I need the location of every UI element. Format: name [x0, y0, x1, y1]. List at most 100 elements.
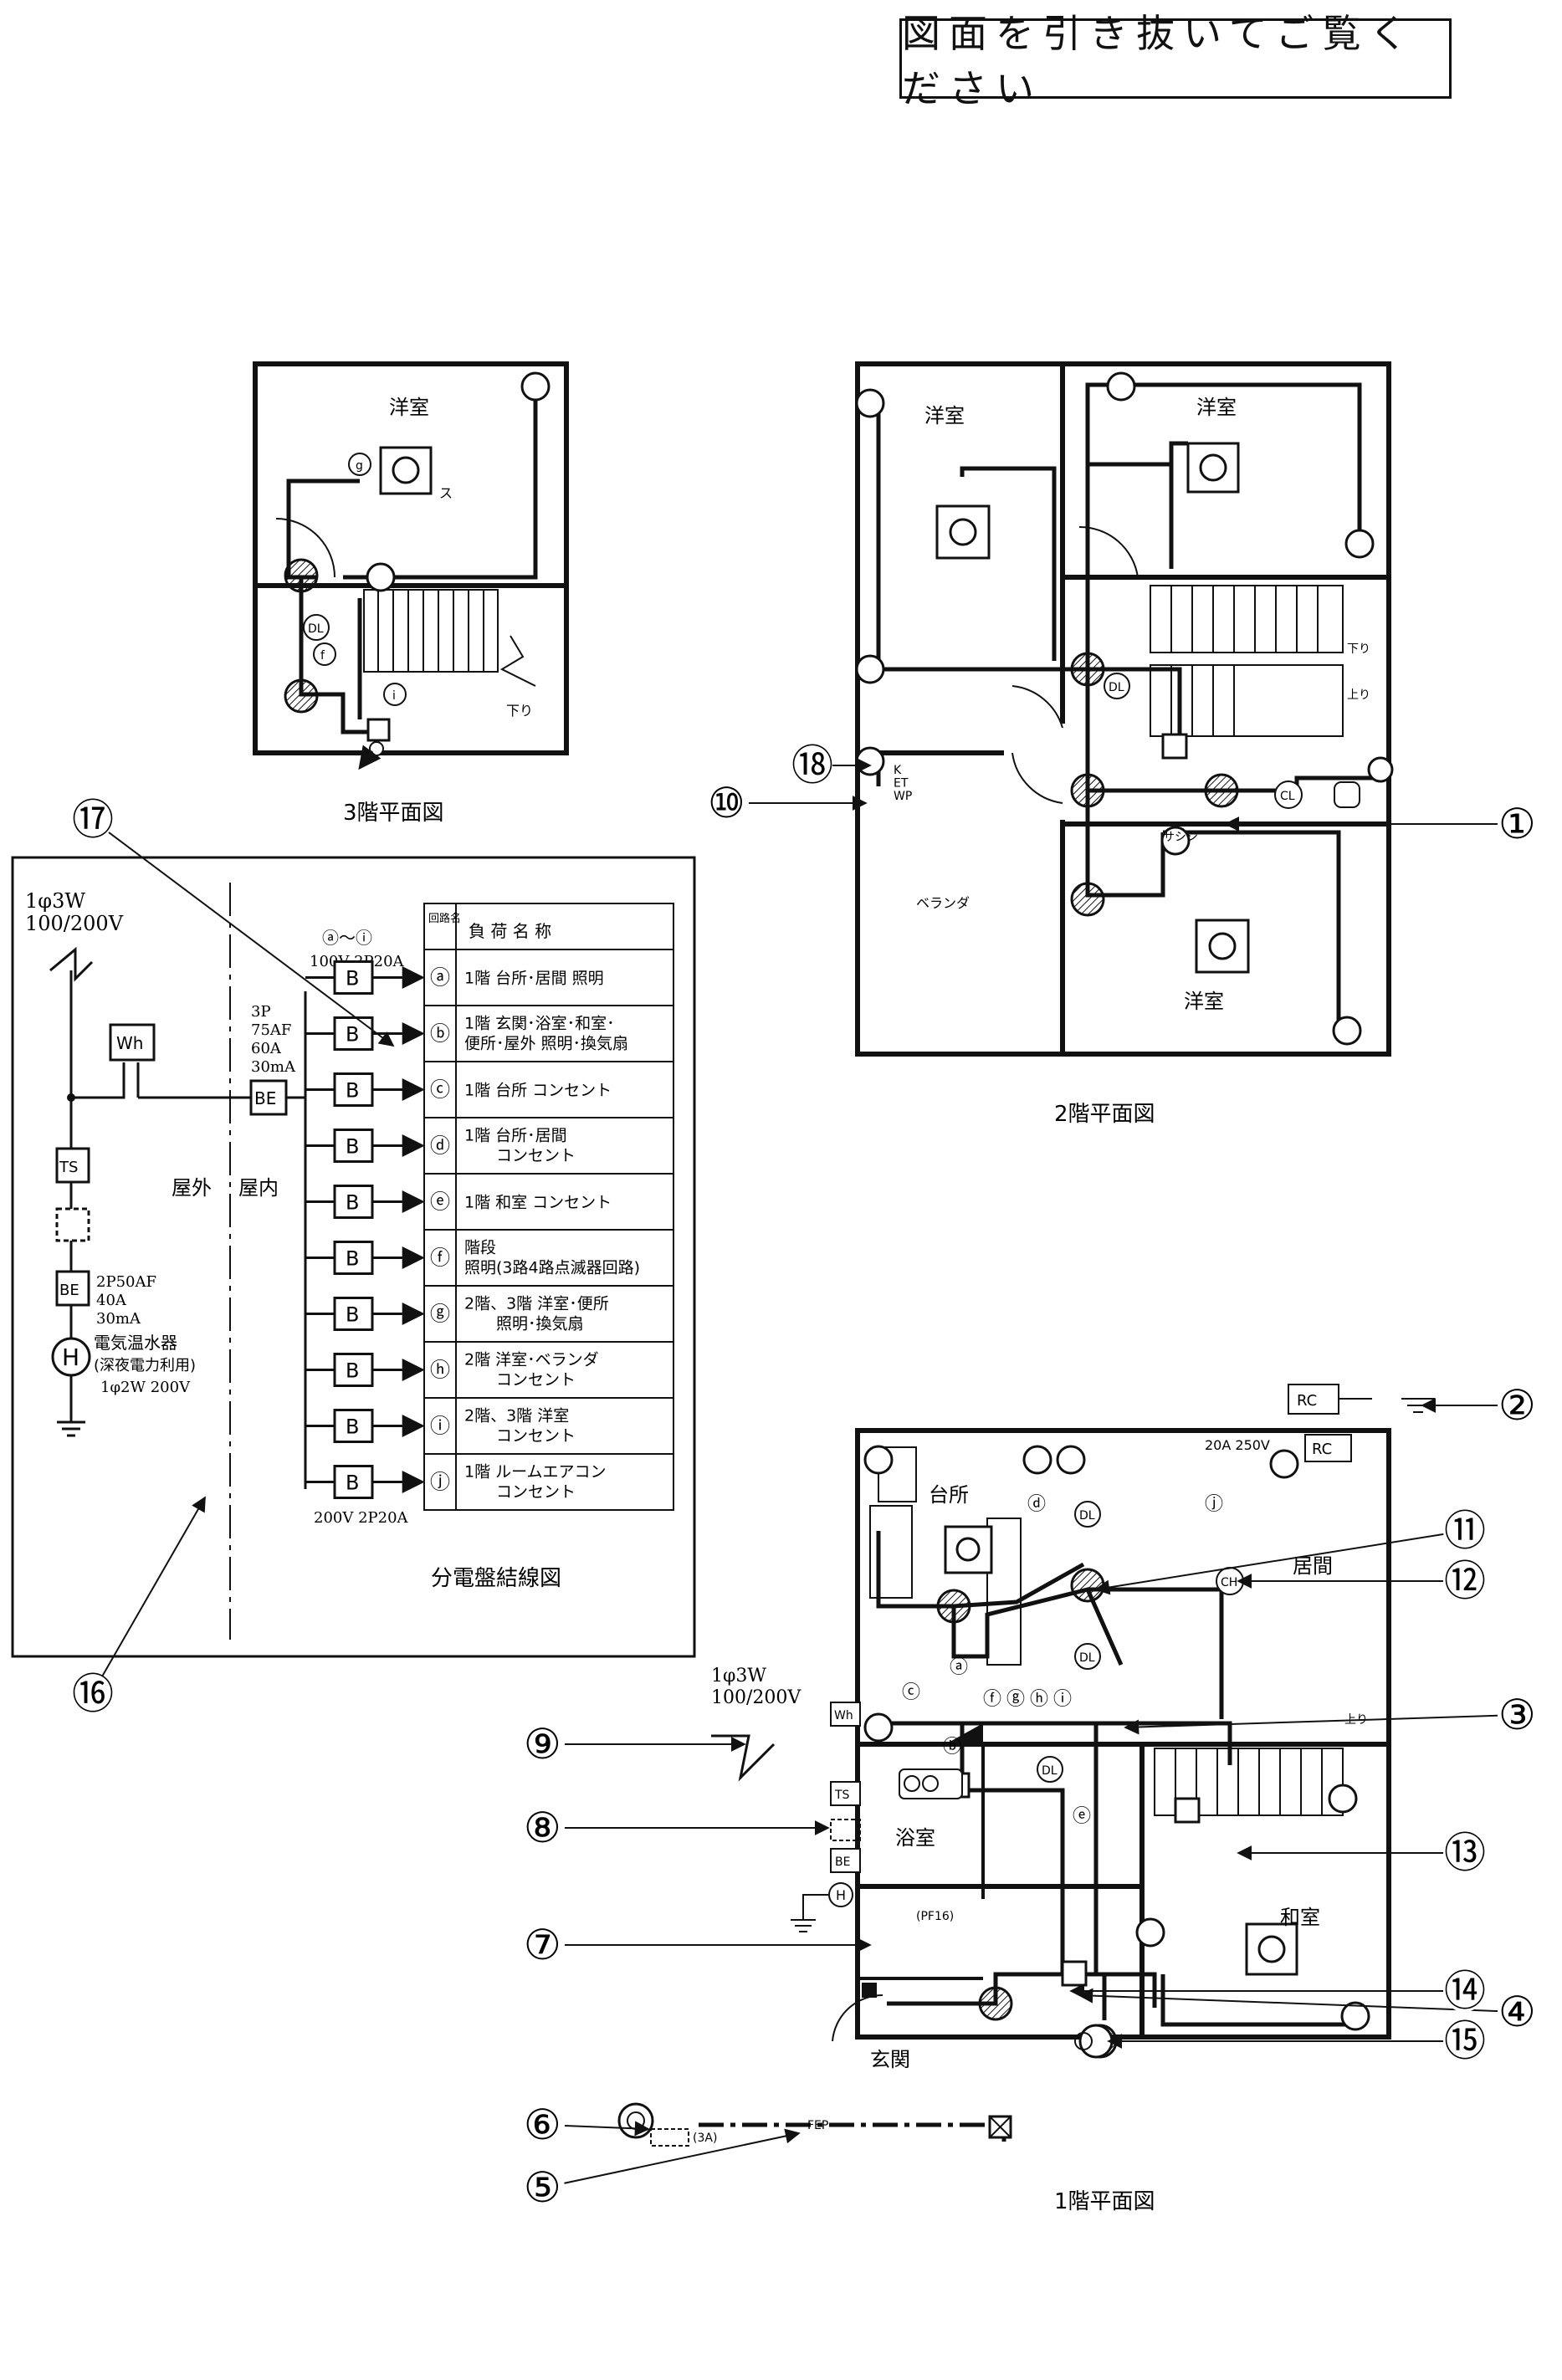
notice-text: 図面を引き抜いてご覧ください	[902, 11, 1416, 111]
floor1-rc-indoor: RC	[1312, 1441, 1332, 1458]
panel-supply-voltage: 100/200V	[25, 912, 124, 935]
floor1-tag-e: ⓔ	[1073, 1806, 1091, 1827]
svg-text:DL: DL	[1109, 681, 1124, 694]
panel-load-name: コンセント	[464, 1427, 576, 1446]
panel-circuit-id: ⓙ	[430, 1471, 450, 1494]
floor3-wire-c	[299, 577, 376, 734]
floor1-rc-outdoor: RC	[1297, 1392, 1317, 1410]
notice-banner: 図面を引き抜いてご覧ください	[899, 11, 1452, 111]
svg-text:ス: ス	[439, 485, 453, 501]
panel-load-name: 照明(3路4路点滅器回路)	[464, 1259, 640, 1277]
callout-number: ②	[1498, 1381, 1536, 1430]
svg-text:CL: CL	[1280, 790, 1295, 803]
floor1-tag-h: ⓗ	[1030, 1689, 1048, 1710]
callout-number: ③	[1498, 1691, 1536, 1739]
callout-number: ⑦	[524, 1921, 561, 1969]
panel-breaker-label: B	[346, 1079, 359, 1103]
floor1-bath: 浴室	[895, 1826, 935, 1850]
svg-text:DL: DL	[308, 622, 324, 636]
panel-heater-be: BE	[59, 1282, 79, 1299]
panel-breaker-label: B	[346, 1023, 359, 1047]
callout-12: ⑫	[1237, 1557, 1486, 1605]
floor1-entrance: 玄関	[870, 2048, 910, 2071]
callout-number: ④	[1498, 1988, 1536, 2036]
callout-13: ⑬	[1237, 1829, 1486, 1877]
svg-text:DL: DL	[1079, 1651, 1095, 1665]
callout-2: ②	[1421, 1381, 1539, 1430]
floor1-outlet-label: 20A 250V	[1205, 1437, 1270, 1453]
floor1-be: BE	[835, 1855, 850, 1869]
panel-load-name: 1階 和室 コンセント	[464, 1194, 612, 1212]
callout-number: ⑤	[524, 2163, 561, 2212]
panel-frame	[11, 856, 696, 1658]
callout-number: ⑩	[708, 779, 745, 827]
callout-number: ⑰	[72, 796, 114, 844]
callout-18: ⑱	[791, 741, 872, 790]
callout-number: ⑫	[1444, 1557, 1486, 1605]
callout-4: ④	[1078, 1988, 1539, 2036]
floor2-room-east: 洋室	[1196, 396, 1237, 419]
floor1-tag-b: ⓑ	[943, 1737, 961, 1758]
floor2-sash-label: サシシ	[1163, 831, 1198, 844]
panel-circuit-id: ⓑ	[430, 1022, 450, 1046]
svg-text:DL: DL	[1042, 1764, 1058, 1778]
floor1-tag-c: ⓒ	[902, 1682, 920, 1703]
floor1-conduit: FEP	[807, 2119, 828, 2132]
panel-heater-spec-2: 40A	[96, 1292, 127, 1309]
panel-breaker-label: B	[346, 1191, 359, 1215]
floor1-tag-j: ⓙ	[1205, 1494, 1223, 1515]
panel-circuit-id: ⓗ	[430, 1359, 450, 1382]
callout-6: ⑥	[523, 2101, 650, 2149]
panel-circuit-id: ⓐ	[430, 966, 450, 990]
panel-breaker-label: B	[346, 1472, 359, 1495]
callout-number: ⑥	[524, 2101, 561, 2149]
panel-load-name: 1階 台所･居間	[464, 1127, 567, 1145]
panel-load-name: 2階、3階 洋室	[464, 1407, 569, 1425]
floor1-tag-d: ⓓ	[1027, 1494, 1046, 1515]
panel-circuit-id: ⓘ	[430, 1415, 450, 1438]
panel-title: 分電盤結線図	[431, 1566, 561, 1591]
floor1-plan	[699, 1428, 1391, 2142]
floor3-outer-wall	[253, 361, 569, 755]
panel-main-be: BE	[254, 1088, 276, 1108]
floor2-veranda: ベランダ	[916, 895, 970, 911]
panel-breaker-label: B	[346, 1415, 359, 1439]
panel-load-name: 2階、3階 洋室･便所	[464, 1295, 609, 1313]
floor3-symbols: DL f g i ス 下り 洋室	[284, 371, 551, 770]
panel-breaker-label: B	[346, 1247, 359, 1271]
floor3-stairs-down: 下り	[506, 703, 533, 719]
floor3-stairs	[363, 589, 536, 687]
panel-header-circuit: 回路名	[428, 912, 461, 925]
callout-number: ⑪	[1444, 1507, 1486, 1555]
floor3-outlet-top	[520, 371, 551, 402]
callout-7: ⑦	[523, 1921, 872, 1969]
floor2-stairs-up: 上り	[1347, 688, 1370, 702]
floor3-plan	[253, 361, 569, 755]
panel-breaker-label: B	[346, 967, 359, 990]
panel-load-name: 1階 ルームエアコン	[464, 1463, 607, 1482]
svg-text:g: g	[356, 459, 363, 473]
callout-number: ⑭	[1444, 1967, 1486, 2015]
panel-breaker-label: B	[346, 1303, 359, 1327]
callout-14: ⑭	[1069, 1967, 1486, 2015]
callout-8: ⑧	[523, 1804, 830, 1852]
panel-main-spec-4: 30mA	[251, 1058, 296, 1076]
floor1-tatami: 和室	[1280, 1906, 1320, 1929]
floor1-title: 1階平面図	[1054, 2189, 1155, 2214]
floor3-outlet-mid	[366, 562, 396, 592]
callout-number: ⑮	[1444, 2017, 1486, 2065]
svg-text:i: i	[392, 689, 396, 703]
panel-main-spec-2: 75AF	[251, 1021, 291, 1039]
panel-load-name: 1階 玄関･浴室･和室･	[464, 1015, 615, 1033]
floor1-tag-f: ⓕ	[983, 1689, 1001, 1710]
floor2-plan	[855, 361, 1391, 1057]
panel-branch-top-label: ⓐ～ⓘ	[322, 928, 372, 948]
panel-load-name: 1階 台所 コンセント	[464, 1082, 612, 1100]
